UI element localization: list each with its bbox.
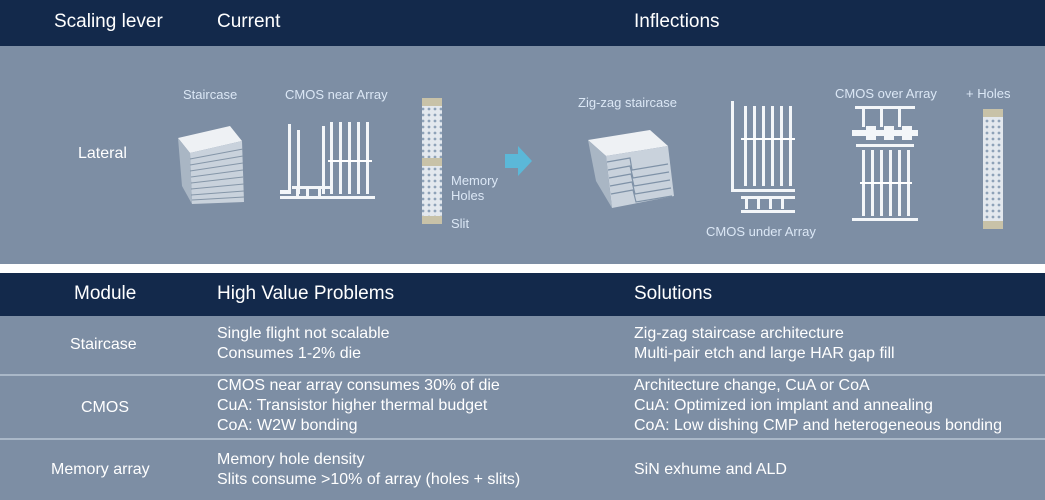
th-problems: High Value Problems <box>217 283 395 304</box>
row-separator <box>0 374 1045 376</box>
solution-line: CoA: Low dishing CMP and heterogeneous b… <box>634 417 1002 434</box>
cell-problems: Memory hole density Slits consume >10% o… <box>217 450 520 490</box>
top-header-bar: Scaling lever Current Inflections <box>0 0 1045 46</box>
problem-line: Memory hole density <box>217 451 365 468</box>
section-divider <box>0 264 1045 273</box>
cmos-over-array-illustration <box>852 106 918 221</box>
table-row: Staircase Single flight not scalable Con… <box>0 316 1045 374</box>
label-cmos-over-array: CMOS over Array <box>835 86 937 101</box>
solution-line: Zig-zag staircase architecture <box>634 325 844 342</box>
solution-line: Multi-pair etch and large HAR gap fill <box>634 345 895 362</box>
label-zigzag-staircase: Zig-zag staircase <box>578 95 677 110</box>
row-separator <box>0 438 1045 440</box>
plus-holes-column <box>983 109 1003 229</box>
label-memory: Memory <box>451 173 498 188</box>
arrow-icon <box>505 146 532 176</box>
problem-line: Slits consume >10% of array (holes + sli… <box>217 471 521 488</box>
table-row: Memory array Memory hole density Slits c… <box>0 440 1045 500</box>
label-cmos-near-array: CMOS near Array <box>285 87 388 102</box>
cmos-near-array-illustration <box>280 122 375 199</box>
solution-line: CuA: Optimized ion implant and annealing <box>634 397 933 414</box>
problem-line: CoA: W2W bonding <box>217 417 358 434</box>
th-module: Module <box>74 283 137 304</box>
cell-module: Staircase <box>70 336 137 353</box>
problem-line: Consumes 1-2% die <box>217 345 362 362</box>
label-plus-holes: + Holes <box>966 86 1011 101</box>
cell-solutions: SiN exhume and ALD <box>634 460 787 480</box>
cell-module: Memory array <box>51 461 150 478</box>
diagram-panel: Lateral Staircase CMOS near Array Memory… <box>0 46 1045 264</box>
cell-solutions: Zig-zag staircase architecture Multi-pai… <box>634 324 895 364</box>
header-current: Current <box>217 11 281 32</box>
header-inflections: Inflections <box>634 11 720 32</box>
table-header-bar: Module High Value Problems Solutions <box>0 273 1045 316</box>
cell-problems: CMOS near array consumes 30% of die CuA:… <box>217 376 500 436</box>
label-staircase: Staircase <box>183 87 238 102</box>
memory-holes-column <box>422 98 442 224</box>
problem-line: Single flight not scalable <box>217 325 390 342</box>
row-label-lateral: Lateral <box>78 145 127 162</box>
header-scaling-lever: Scaling lever <box>54 11 163 32</box>
label-cmos-under-array: CMOS under Array <box>706 224 816 239</box>
cell-solutions: Architecture change, CuA or CoA CuA: Opt… <box>634 376 1002 436</box>
th-solutions: Solutions <box>634 283 713 304</box>
staircase-illustration <box>178 126 245 204</box>
table-body: Staircase Single flight not scalable Con… <box>0 316 1045 500</box>
solution-line: Architecture change, CuA or CoA <box>634 377 870 394</box>
label-holes: Holes <box>451 188 485 203</box>
zigzag-staircase-illustration <box>588 130 674 208</box>
problem-line: CMOS near array consumes 30% of die <box>217 377 500 394</box>
diagram-illustrations <box>178 98 1003 229</box>
label-slit: Slit <box>451 216 470 231</box>
table-row: CMOS CMOS near array consumes 30% of die… <box>0 376 1045 452</box>
solution-line: SiN exhume and ALD <box>634 461 787 478</box>
cmos-under-array-illustration <box>731 101 795 213</box>
problem-line: CuA: Transistor higher thermal budget <box>217 397 488 414</box>
cell-problems: Single flight not scalable Consumes 1-2%… <box>217 324 390 364</box>
cell-module: CMOS <box>81 399 129 416</box>
